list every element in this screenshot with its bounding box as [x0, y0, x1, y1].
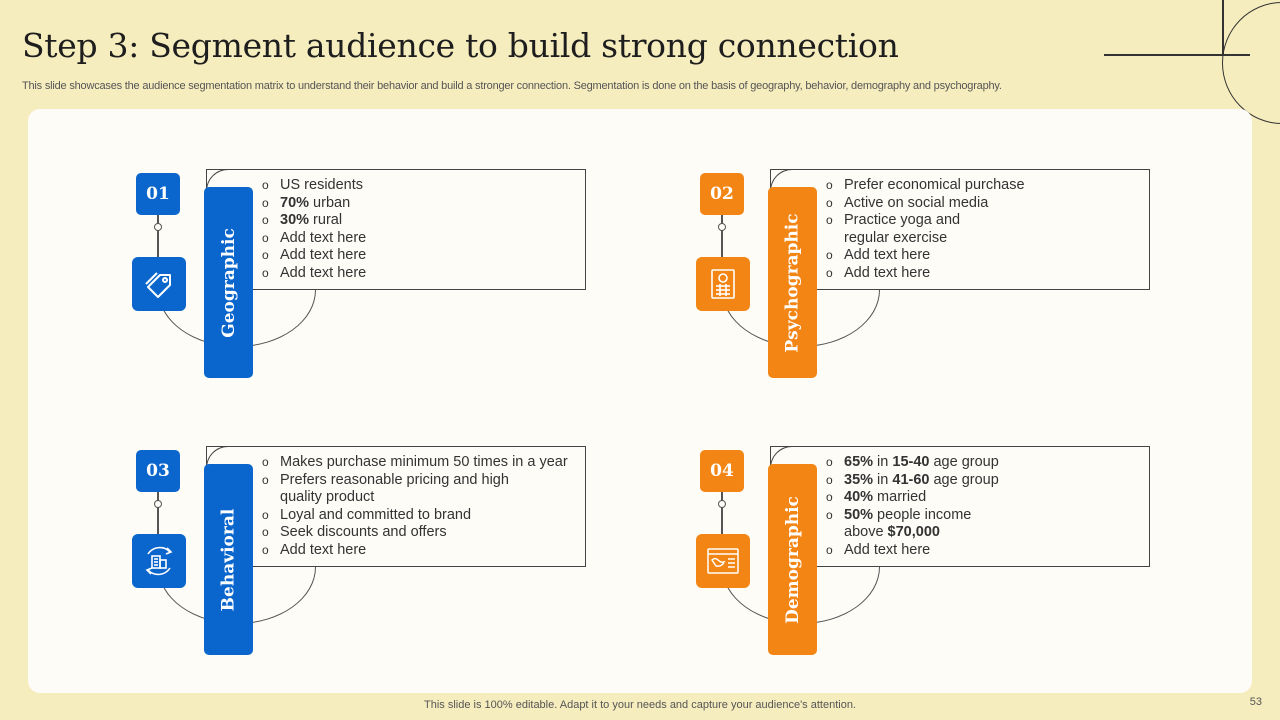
segment-geographic: 01 Geographic US residents 70% urban 30%…	[132, 169, 596, 381]
decorative-arc	[1222, 2, 1280, 124]
list-item: Loyal and committed to brand	[262, 507, 568, 525]
segment-list: 65% in 15-40 age group 35% in 41-60 age …	[826, 454, 999, 560]
segment-demographic: 04 Demographic 65% in 15-40 age group 35…	[696, 446, 1160, 658]
connector-dot	[718, 500, 726, 508]
segment-list: Makes purchase minimum 50 times in a yea…	[262, 454, 568, 560]
list-item: Prefer economical purchase	[826, 177, 1025, 195]
connector-stem	[721, 492, 723, 534]
connector-stem	[157, 492, 159, 534]
list-item: US residents	[262, 177, 366, 195]
list-item: Makes purchase minimum 50 times in a yea…	[262, 454, 568, 472]
decorative-line	[1222, 0, 1224, 54]
segment-label: Geographic	[218, 227, 239, 338]
segment-label: Demographic	[782, 495, 803, 624]
clipboard-chart-icon	[696, 257, 750, 311]
connector-stem	[721, 215, 723, 257]
list-item: 40% married	[826, 489, 999, 507]
list-item: Add text here	[826, 265, 1025, 283]
segment-number: 02	[700, 173, 744, 215]
decorative-line	[1104, 54, 1250, 56]
list-item: Add text here	[826, 247, 1025, 265]
list-item: Add text here	[826, 542, 999, 560]
page-number: 53	[1249, 696, 1262, 708]
connector-stem	[157, 215, 159, 257]
list-item: Add text here	[262, 542, 568, 560]
segment-list: Prefer economical purchase Active on soc…	[826, 177, 1025, 283]
list-item: 50% people income	[826, 507, 999, 525]
list-item: 35% in 41-60 age group	[826, 472, 999, 490]
list-item: Add text here	[262, 247, 366, 265]
list-item: quality product	[280, 489, 375, 506]
segment-label-bar: Geographic	[204, 187, 253, 378]
list-item: Prefers reasonable pricing and high	[262, 472, 568, 490]
connector-dot	[154, 500, 162, 508]
segment-number: 03	[136, 450, 180, 492]
map-document-icon	[696, 534, 750, 588]
segment-label-bar: Demographic	[768, 464, 817, 655]
segment-psychographic: 02 Psychographic Prefer economical purch…	[696, 169, 1160, 381]
list-item: 65% in 15-40 age group	[826, 454, 999, 472]
connector-dot	[718, 223, 726, 231]
segment-label-bar: Behavioral	[204, 464, 253, 655]
building-cycle-icon	[132, 534, 186, 588]
list-item: above $70,000	[844, 524, 940, 541]
list-item: regular exercise	[844, 229, 948, 246]
segment-number: 01	[136, 173, 180, 215]
list-item: Seek discounts and offers	[262, 524, 568, 542]
segment-behavioral: 03 Behavioral Makes purchase minimum 50 …	[132, 446, 596, 658]
list-item: Add text here	[262, 230, 366, 248]
footer-note: This slide is 100% editable. Adapt it to…	[424, 699, 856, 711]
price-tag-icon	[132, 257, 186, 311]
list-item: 30% rural	[262, 212, 366, 230]
list-item: Practice yoga and	[826, 212, 1025, 230]
slide-subtitle: This slide showcases the audience segmen…	[22, 80, 1002, 92]
list-item: Add text here	[262, 265, 366, 283]
connector-dot	[154, 223, 162, 231]
segment-number: 04	[700, 450, 744, 492]
segment-label-bar: Psychographic	[768, 187, 817, 378]
segment-list: US residents 70% urban 30% rural Add tex…	[262, 177, 366, 283]
segment-label: Behavioral	[218, 508, 239, 611]
segment-label: Psychographic	[782, 212, 803, 353]
list-item: 70% urban	[262, 195, 366, 213]
slide-title: Step 3: Segment audience to build strong…	[22, 26, 899, 65]
list-item: Active on social media	[826, 195, 1025, 213]
